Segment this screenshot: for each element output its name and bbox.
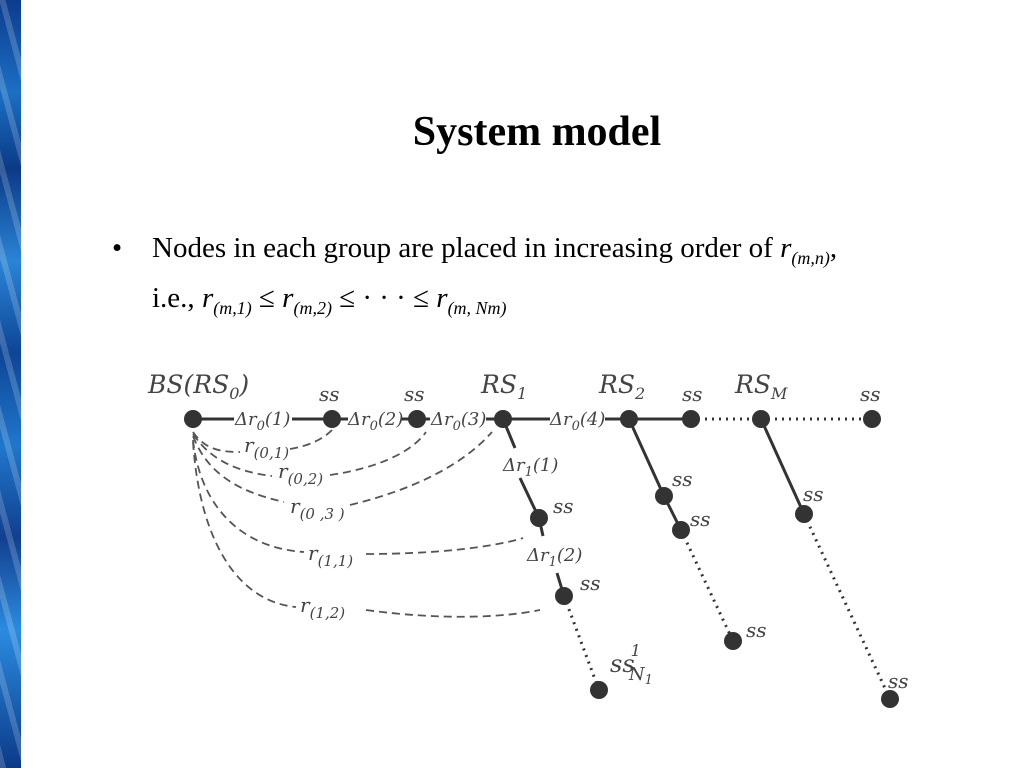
- delta-r0-1: Δr0(1): [234, 409, 290, 434]
- node-ss-2: [408, 410, 426, 428]
- node-ss-4: [863, 410, 881, 428]
- nodes: [184, 410, 899, 708]
- node-rs1: [494, 410, 512, 428]
- curve-r12-right: [365, 609, 541, 618]
- bullet-text-part1: Nodes in each group are placed in increa…: [152, 232, 781, 264]
- label-ss-4: ss: [860, 382, 881, 406]
- label-rsm-ss-2: ss: [888, 669, 909, 693]
- distance-curves: [192, 429, 541, 618]
- label-ss-1: ss: [319, 382, 340, 406]
- bullet-r-m2: r: [282, 281, 294, 314]
- curve-r11-right: [365, 537, 524, 555]
- label-rs1: RS1: [480, 370, 527, 403]
- bullet-text: Nodes in each group are placed in increa…: [152, 228, 972, 328]
- delta-r0-3: Δr0(3): [430, 409, 486, 434]
- bullet-comma: ,: [829, 232, 838, 264]
- curve-r02-left: [192, 433, 273, 477]
- link-rs2-ss1: [627, 418, 666, 497]
- label-ss-2: ss: [404, 382, 425, 406]
- node-rs1-ss-2: [555, 587, 573, 605]
- node-rsm: [752, 410, 770, 428]
- label-rsm: RSM: [734, 370, 788, 403]
- label-rsm-ss-1: ss: [803, 482, 824, 506]
- dotted-rs1-chain: [562, 595, 601, 691]
- curve-r01-left: [192, 431, 241, 453]
- curve-r02-right: [329, 431, 427, 476]
- dotted-rsm-chain: [802, 513, 892, 700]
- label-rs1-ss-1: ss: [553, 494, 574, 518]
- node-rs2-ss-2: [672, 521, 690, 539]
- link-rsm-ss: [759, 418, 806, 515]
- slide-title: System model: [412, 109, 662, 155]
- dist-r01: r(0,1): [244, 433, 289, 462]
- side-decoration-strip: [0, 0, 21, 768]
- node-rsm-ss-1: [795, 505, 813, 523]
- distance-labels: r(0,1) r(0,2) r(0 ,3 ) r(1,1) r(1,2): [244, 433, 353, 622]
- dist-r03: r(0 ,3 ): [290, 494, 345, 523]
- delta-r1-1: Δr1(1): [502, 455, 558, 480]
- delta-r0-2: Δr0(2): [347, 409, 403, 434]
- bullet-r-mNm: r: [436, 281, 448, 314]
- dotted-links: [562, 417, 892, 700]
- dist-r02: r(0,2): [278, 459, 323, 488]
- node-ss-3: [682, 410, 700, 428]
- bullet-r-mn: r: [780, 232, 792, 264]
- label-rs2: RS2: [598, 370, 645, 403]
- node-rs1-ss-n: [590, 681, 608, 699]
- node-rs2-ss-3: [724, 632, 742, 650]
- node-rs2-ss-1: [655, 487, 673, 505]
- dist-r11: r(1,1): [308, 541, 353, 570]
- delta-labels: Δr0(1) Δr0(2) Δr0(3) Δr0(4) Δr1(1) Δr1(2…: [234, 409, 605, 570]
- node-bs: [184, 410, 202, 428]
- curve-r01-right: [289, 429, 333, 450]
- delta-r0-4: Δr0(4): [549, 409, 605, 434]
- bullet-symbol: •: [112, 232, 123, 264]
- label-ss-3: ss: [682, 382, 703, 406]
- node-rs2: [620, 410, 638, 428]
- dotted-rs2-chain: [679, 529, 735, 642]
- bullet-dots: ≤ · · · ≤: [331, 281, 437, 314]
- label-bs: BS(RS0): [147, 370, 249, 403]
- bullet-sub-m1: (m,1): [213, 297, 252, 318]
- bullet-ie: i.e.,: [152, 281, 202, 314]
- bullet-sub-mNm: (m, Nm): [447, 297, 507, 318]
- node-rs1-ss-1: [530, 509, 548, 527]
- bullet-leq: ≤: [251, 281, 283, 314]
- node-labels: BS(RS0) ss ss RS1 RS2 ss RSM ss ss ss ss…: [147, 370, 909, 693]
- label-rs2-ss-1: ss: [672, 467, 693, 491]
- label-rs2-ss-3: ss: [746, 618, 767, 642]
- bullet-r-m1: r: [201, 281, 214, 314]
- bullet-sub-m2: (m,2): [293, 297, 332, 318]
- label-rs1-ss-2: ss: [580, 571, 601, 595]
- curve-r03-right: [349, 431, 493, 506]
- node-rsm-ss-2: [881, 690, 899, 708]
- node-ss-1: [323, 410, 341, 428]
- dist-r12: r(1,2): [300, 593, 345, 622]
- curve-r03-left: [192, 435, 285, 503]
- delta-r1-2: Δr1(2): [526, 545, 582, 570]
- label-rs2-ss-2: ss: [690, 507, 711, 531]
- bullet-sub-mn: (m,n): [791, 247, 830, 268]
